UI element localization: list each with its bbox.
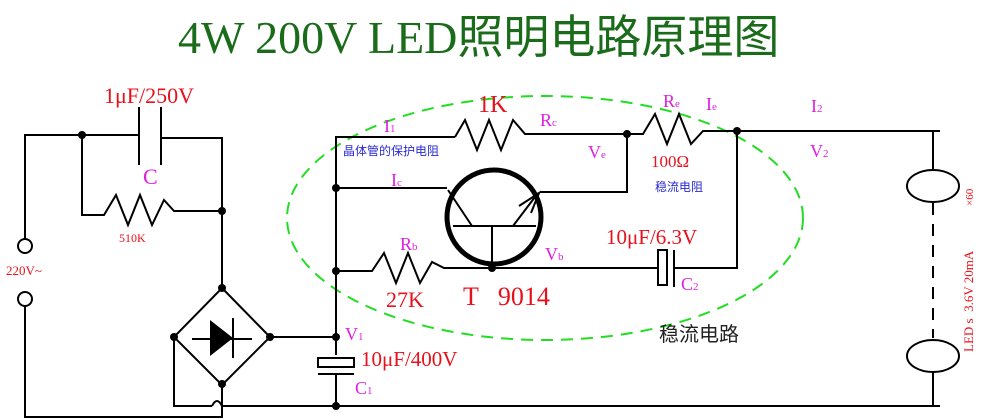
wire-crossover	[211, 400, 223, 407]
bridge-rectifier	[170, 284, 336, 407]
led-top-icon	[906, 169, 960, 203]
resistor-rb	[336, 250, 492, 286]
capacitor-c2	[492, 131, 738, 287]
led-bottom-icon	[906, 339, 960, 373]
resistor-re	[627, 111, 940, 147]
capacitor-c1	[317, 357, 355, 410]
capacitor-c-value: 1μF/250V	[104, 83, 194, 108]
ie-label: Ie	[706, 94, 717, 114]
wire	[674, 131, 738, 269]
capacitor-c1-plate	[317, 357, 355, 368]
wire	[335, 136, 455, 190]
v1-label: V1	[345, 324, 364, 344]
diagram-title: 4W 200V LED照明电路原理图	[178, 12, 779, 63]
junction-dot	[332, 333, 340, 341]
junction-dot	[733, 127, 741, 135]
transistor-body	[444, 167, 544, 267]
capacitor-c2-plate	[657, 249, 668, 286]
wire	[24, 134, 139, 243]
emitter-arrow-icon	[518, 190, 542, 214]
resistor-rb-value: 27K	[386, 287, 424, 312]
resistor-rc-label: Rc	[540, 110, 557, 130]
emitter-wire	[540, 134, 628, 193]
current-regulator-region	[286, 95, 804, 341]
regulator-region-label: 稳流电路	[659, 322, 739, 346]
leds-spec-label: LED s 3.6V 20mA	[961, 250, 976, 352]
junction-dot	[218, 380, 226, 388]
resistor-510k-label: 510K	[119, 231, 146, 245]
led-string	[336, 131, 960, 407]
ic-label: Ic	[391, 170, 402, 190]
protection-resistor-note: 晶体管的保护电阻	[343, 143, 439, 158]
transistor-label: T 9014	[463, 282, 550, 311]
capacitor-c1-label: C1	[355, 378, 373, 398]
source-voltage-label: 220V~	[6, 263, 42, 278]
i1-label: I1	[384, 116, 396, 136]
junction-dot	[218, 284, 226, 292]
resistor-rc	[454, 117, 627, 153]
stabilizing-resistor-note: 稳流电阻	[655, 179, 703, 194]
i2-label: I2	[811, 96, 823, 116]
capacitor-c1-value: 10μF/400V	[361, 347, 457, 371]
ac-terminal-bottom	[17, 291, 33, 307]
resistor-re-value: 100Ω	[651, 152, 689, 171]
leds-count-label: ×60	[964, 188, 976, 206]
wire	[161, 137, 223, 212]
wire	[24, 306, 223, 418]
collector-lead	[447, 189, 473, 227]
resistor-rb-label: Rb	[400, 234, 418, 254]
transistor-9014	[336, 134, 628, 268]
vb-label: Vb	[545, 244, 564, 264]
capacitor-c2-value: 10μF/6.3V	[606, 225, 697, 249]
resistor-510k	[81, 135, 222, 228]
emitter-lead	[512, 192, 539, 227]
ac-terminal-top	[17, 238, 33, 254]
resistor-rc-value: 1K	[478, 92, 508, 118]
wire	[173, 337, 212, 407]
ve-label: Ve	[588, 142, 606, 162]
input-section	[17, 107, 226, 418]
v2-label: V2	[810, 141, 829, 161]
wire	[336, 372, 934, 407]
capacitor-c2-label: C2	[681, 274, 699, 294]
resistor-re-label: Re	[663, 91, 680, 111]
capacitor-c-label: C	[143, 164, 158, 189]
